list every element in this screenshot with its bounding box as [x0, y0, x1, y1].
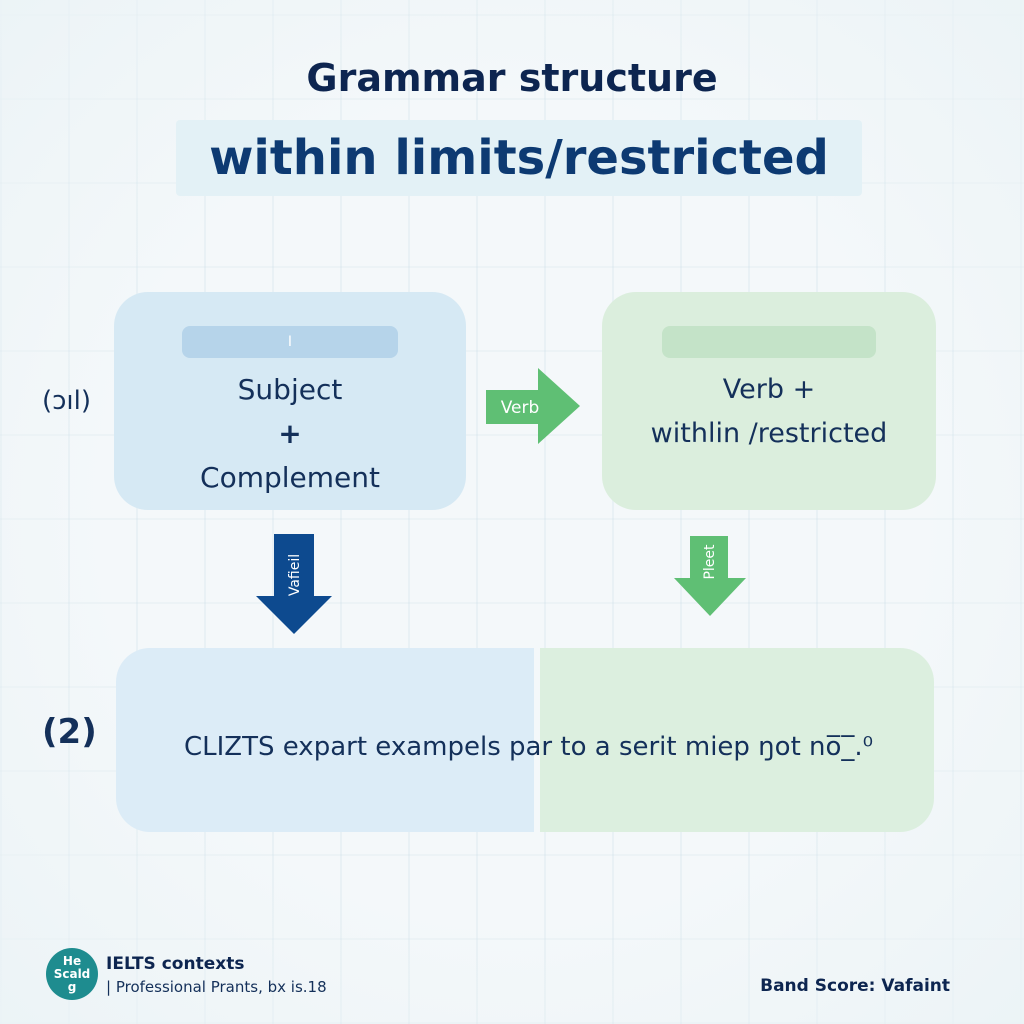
- right-arrow-icon: Verb: [486, 368, 580, 444]
- brand-logo: He Scald g: [46, 948, 98, 1000]
- example-box-divider: [534, 648, 540, 832]
- logo-line-1: He: [62, 953, 82, 968]
- step2-label: (2): [42, 712, 97, 752]
- complement-label: Complement: [200, 461, 380, 494]
- down-arrow-left-label: Vafieil: [287, 554, 303, 596]
- logo-line-3: g: [67, 979, 77, 994]
- band-score: Band Score: Vafaint: [760, 976, 950, 996]
- verb-restricted-box: Verb + withlin /restricted: [602, 292, 936, 510]
- down-arrow-left-icon: Vafieil: [256, 534, 332, 634]
- left-pill-text: I: [287, 334, 293, 350]
- left-box-header-pill: I: [182, 326, 398, 358]
- example-box-blue-half: [116, 648, 534, 832]
- down-arrow-right-label: Pleet: [702, 544, 718, 580]
- step1-label: (ɔıl): [42, 386, 92, 416]
- verb-plus-label: Verb +: [722, 374, 816, 405]
- subtitle-banner: within limits/restricted: [176, 120, 862, 196]
- example-sentence: CLIZTS expart exampels par to a serit mi…: [184, 732, 874, 762]
- restricted-label: withlin /restricted: [650, 418, 888, 449]
- example-box: [116, 648, 934, 832]
- subject-label: Subject: [237, 373, 343, 406]
- logo-line-2: Scald: [53, 966, 91, 981]
- right-box-header-pill: [662, 326, 876, 358]
- subtitle-text: within limits/restricted: [209, 130, 829, 186]
- verb-arrow-label: Verb: [501, 398, 540, 418]
- footer-title: IELTS contexts: [106, 954, 245, 974]
- left-box-text: Subject + Complement: [200, 368, 380, 500]
- down-arrow-right-icon: Pleet: [674, 536, 746, 616]
- subject-complement-box: I Subject + Complement: [114, 292, 466, 510]
- footer-subtitle: | Professional Prants, bx is.18: [106, 978, 327, 996]
- page-title: Grammar structure: [306, 56, 718, 100]
- example-box-green-half: [540, 648, 934, 832]
- plus-sign: +: [278, 417, 302, 450]
- right-box-text: Verb + withlin /restricted: [651, 368, 888, 456]
